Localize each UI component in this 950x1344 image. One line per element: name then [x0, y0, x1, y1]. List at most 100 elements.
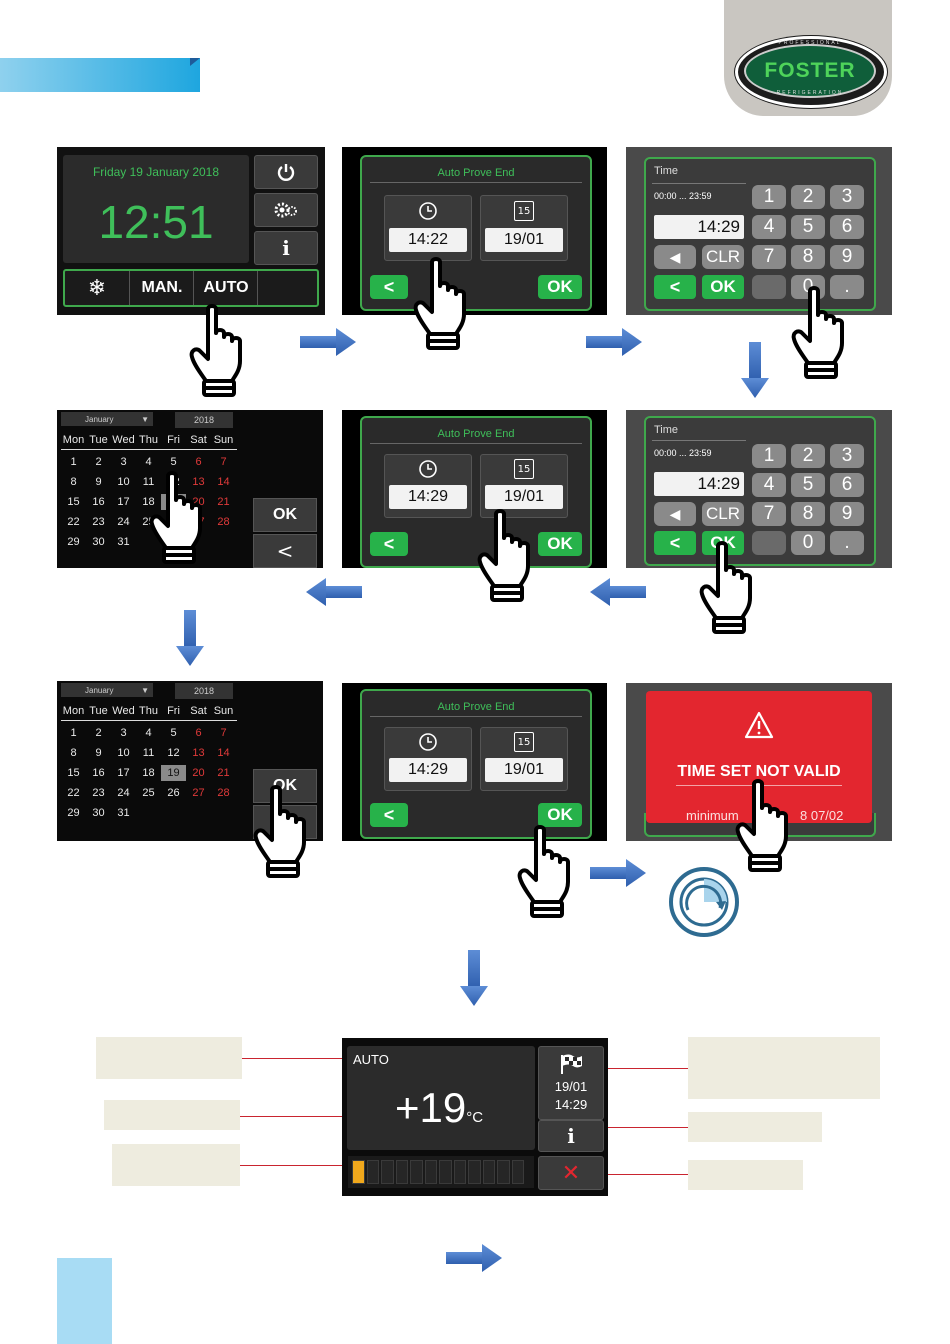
keypad-back-button[interactable]: < — [654, 531, 696, 555]
key-8[interactable]: 8 — [791, 245, 825, 269]
calendar-day[interactable]: 1 — [70, 727, 77, 739]
calendar-day[interactable]: 3 — [120, 727, 127, 739]
prove-end-button[interactable]: 19/01 14:29 — [538, 1046, 604, 1120]
month-dropdown[interactable]: January ▼ — [61, 412, 153, 426]
calendar-day[interactable]: 21 — [217, 767, 230, 779]
key-4[interactable]: 4 — [752, 215, 786, 239]
calendar-day[interactable]: 27 — [192, 516, 205, 528]
calendar-back-button[interactable]: < — [253, 534, 317, 568]
back-button[interactable]: < — [370, 803, 408, 827]
calendar-day[interactable]: 15 — [67, 496, 80, 508]
date-tile[interactable]: 15 19/01 — [480, 195, 568, 261]
calendar-day[interactable]: 24 — [117, 516, 130, 528]
calendar-day[interactable]: 11 — [142, 476, 155, 488]
calendar-day[interactable]: 28 — [217, 516, 230, 528]
calendar-day[interactable]: 31 — [117, 536, 130, 548]
ok-button[interactable]: OK — [538, 803, 582, 827]
calendar-day[interactable]: 16 — [92, 496, 105, 508]
key-9[interactable]: 9 — [830, 245, 864, 269]
snowflake-button[interactable]: ❄ — [65, 271, 130, 305]
back-button[interactable]: < — [370, 532, 408, 556]
date-tile[interactable]: 15 19/01 — [480, 727, 568, 791]
calendar-day[interactable]: 14 — [217, 476, 230, 488]
calendar-day[interactable]: 23 — [92, 787, 105, 799]
calendar-day[interactable]: 3 — [120, 456, 127, 468]
clear-key[interactable]: CLR — [702, 245, 744, 269]
key-8[interactable]: 8 — [791, 502, 825, 526]
calendar-day[interactable]: 18 — [142, 767, 155, 779]
calendar-day[interactable]: 13 — [192, 476, 205, 488]
key-0[interactable]: 0 — [791, 531, 825, 555]
key-6[interactable]: 6 — [830, 215, 864, 239]
calendar-day[interactable]: 6 — [195, 456, 202, 468]
date-tile[interactable]: 15 19/01 — [480, 454, 568, 518]
calendar-day[interactable]: 1 — [70, 456, 77, 468]
key-7[interactable]: 7 — [752, 502, 786, 526]
manual-mode-button[interactable]: MAN. — [131, 271, 194, 305]
calendar-back-button[interactable] — [253, 805, 317, 839]
calendar-day[interactable]: 14 — [217, 747, 230, 759]
key-4[interactable]: 4 — [752, 473, 786, 497]
calendar-day[interactable]: 20 — [192, 767, 205, 779]
key-0[interactable]: 0 — [791, 275, 825, 299]
calendar-day[interactable]: 9 — [95, 476, 102, 488]
calendar-day[interactable]: 9 — [95, 747, 102, 759]
calendar-day[interactable]: 6 — [195, 727, 202, 739]
ok-button[interactable]: OK — [538, 275, 582, 299]
calendar-day[interactable]: 25 — [142, 516, 155, 528]
calendar-day[interactable]: 12 — [167, 476, 180, 488]
calendar-day[interactable]: 31 — [117, 807, 130, 819]
calendar-day[interactable]: 10 — [117, 747, 130, 759]
time-field[interactable]: 14:29 — [389, 758, 467, 782]
date-field[interactable]: 19/01 — [485, 228, 563, 252]
calendar-day[interactable]: 26 — [167, 787, 180, 799]
calendar-day[interactable]: 5 — [170, 727, 177, 739]
calendar-day[interactable]: 21 — [217, 496, 230, 508]
calendar-day[interactable]: 7 — [220, 456, 227, 468]
calendar-day[interactable]: 28 — [217, 787, 230, 799]
time-input[interactable]: 14:29 — [654, 215, 744, 239]
calendar-day[interactable]: 5 — [170, 456, 177, 468]
key-3[interactable]: 3 — [830, 185, 864, 209]
info-button[interactable]: i — [254, 231, 318, 265]
key-6[interactable]: 6 — [830, 473, 864, 497]
calendar-day[interactable]: 4 — [145, 456, 152, 468]
key-2[interactable]: 2 — [791, 185, 825, 209]
calendar-day[interactable]: 26 — [167, 516, 180, 528]
calendar-day[interactable]: 22 — [67, 787, 80, 799]
calendar-day[interactable]: 15 — [67, 767, 80, 779]
key-1[interactable]: 1 — [752, 185, 786, 209]
key-5[interactable]: 5 — [791, 473, 825, 497]
calendar-day[interactable]: 24 — [117, 787, 130, 799]
cancel-button[interactable]: ✕ — [538, 1156, 604, 1190]
calendar-day[interactable]: 7 — [220, 727, 227, 739]
calendar-day[interactable]: 16 — [92, 767, 105, 779]
calendar-day[interactable]: 25 — [142, 787, 155, 799]
year-field[interactable]: 2018 — [175, 412, 233, 428]
calendar-day[interactable]: 10 — [117, 476, 130, 488]
calendar-day[interactable]: 29 — [67, 536, 80, 548]
key-5[interactable]: 5 — [791, 215, 825, 239]
key-1[interactable]: 1 — [752, 444, 786, 468]
ok-button[interactable]: OK — [538, 532, 582, 556]
year-field[interactable]: 2018 — [175, 683, 233, 699]
time-tile[interactable]: 14:29 — [384, 454, 472, 518]
calendar-day[interactable]: 17 — [117, 767, 130, 779]
date-field[interactable]: 19/01 — [485, 758, 563, 782]
clear-key[interactable]: CLR — [702, 502, 744, 526]
calendar-day[interactable]: 30 — [92, 536, 105, 548]
calendar-day[interactable]: 20 — [192, 496, 205, 508]
calendar-day[interactable]: 4 — [145, 727, 152, 739]
key-dot[interactable]: . — [830, 275, 864, 299]
key-3[interactable]: 3 — [830, 444, 864, 468]
calendar-day[interactable]: 11 — [142, 747, 155, 759]
info-button[interactable]: i — [538, 1120, 604, 1152]
calendar-day[interactable]: 17 — [117, 496, 130, 508]
auto-mode-button[interactable]: AUTO — [195, 271, 258, 305]
keypad-ok-button[interactable]: OK — [702, 531, 744, 555]
calendar-day[interactable]: 23 — [92, 516, 105, 528]
month-dropdown[interactable]: January ▼ — [61, 683, 153, 697]
date-field[interactable]: 19/01 — [485, 485, 563, 509]
backspace-key[interactable]: ◀ — [654, 245, 696, 269]
key-7[interactable]: 7 — [752, 245, 786, 269]
